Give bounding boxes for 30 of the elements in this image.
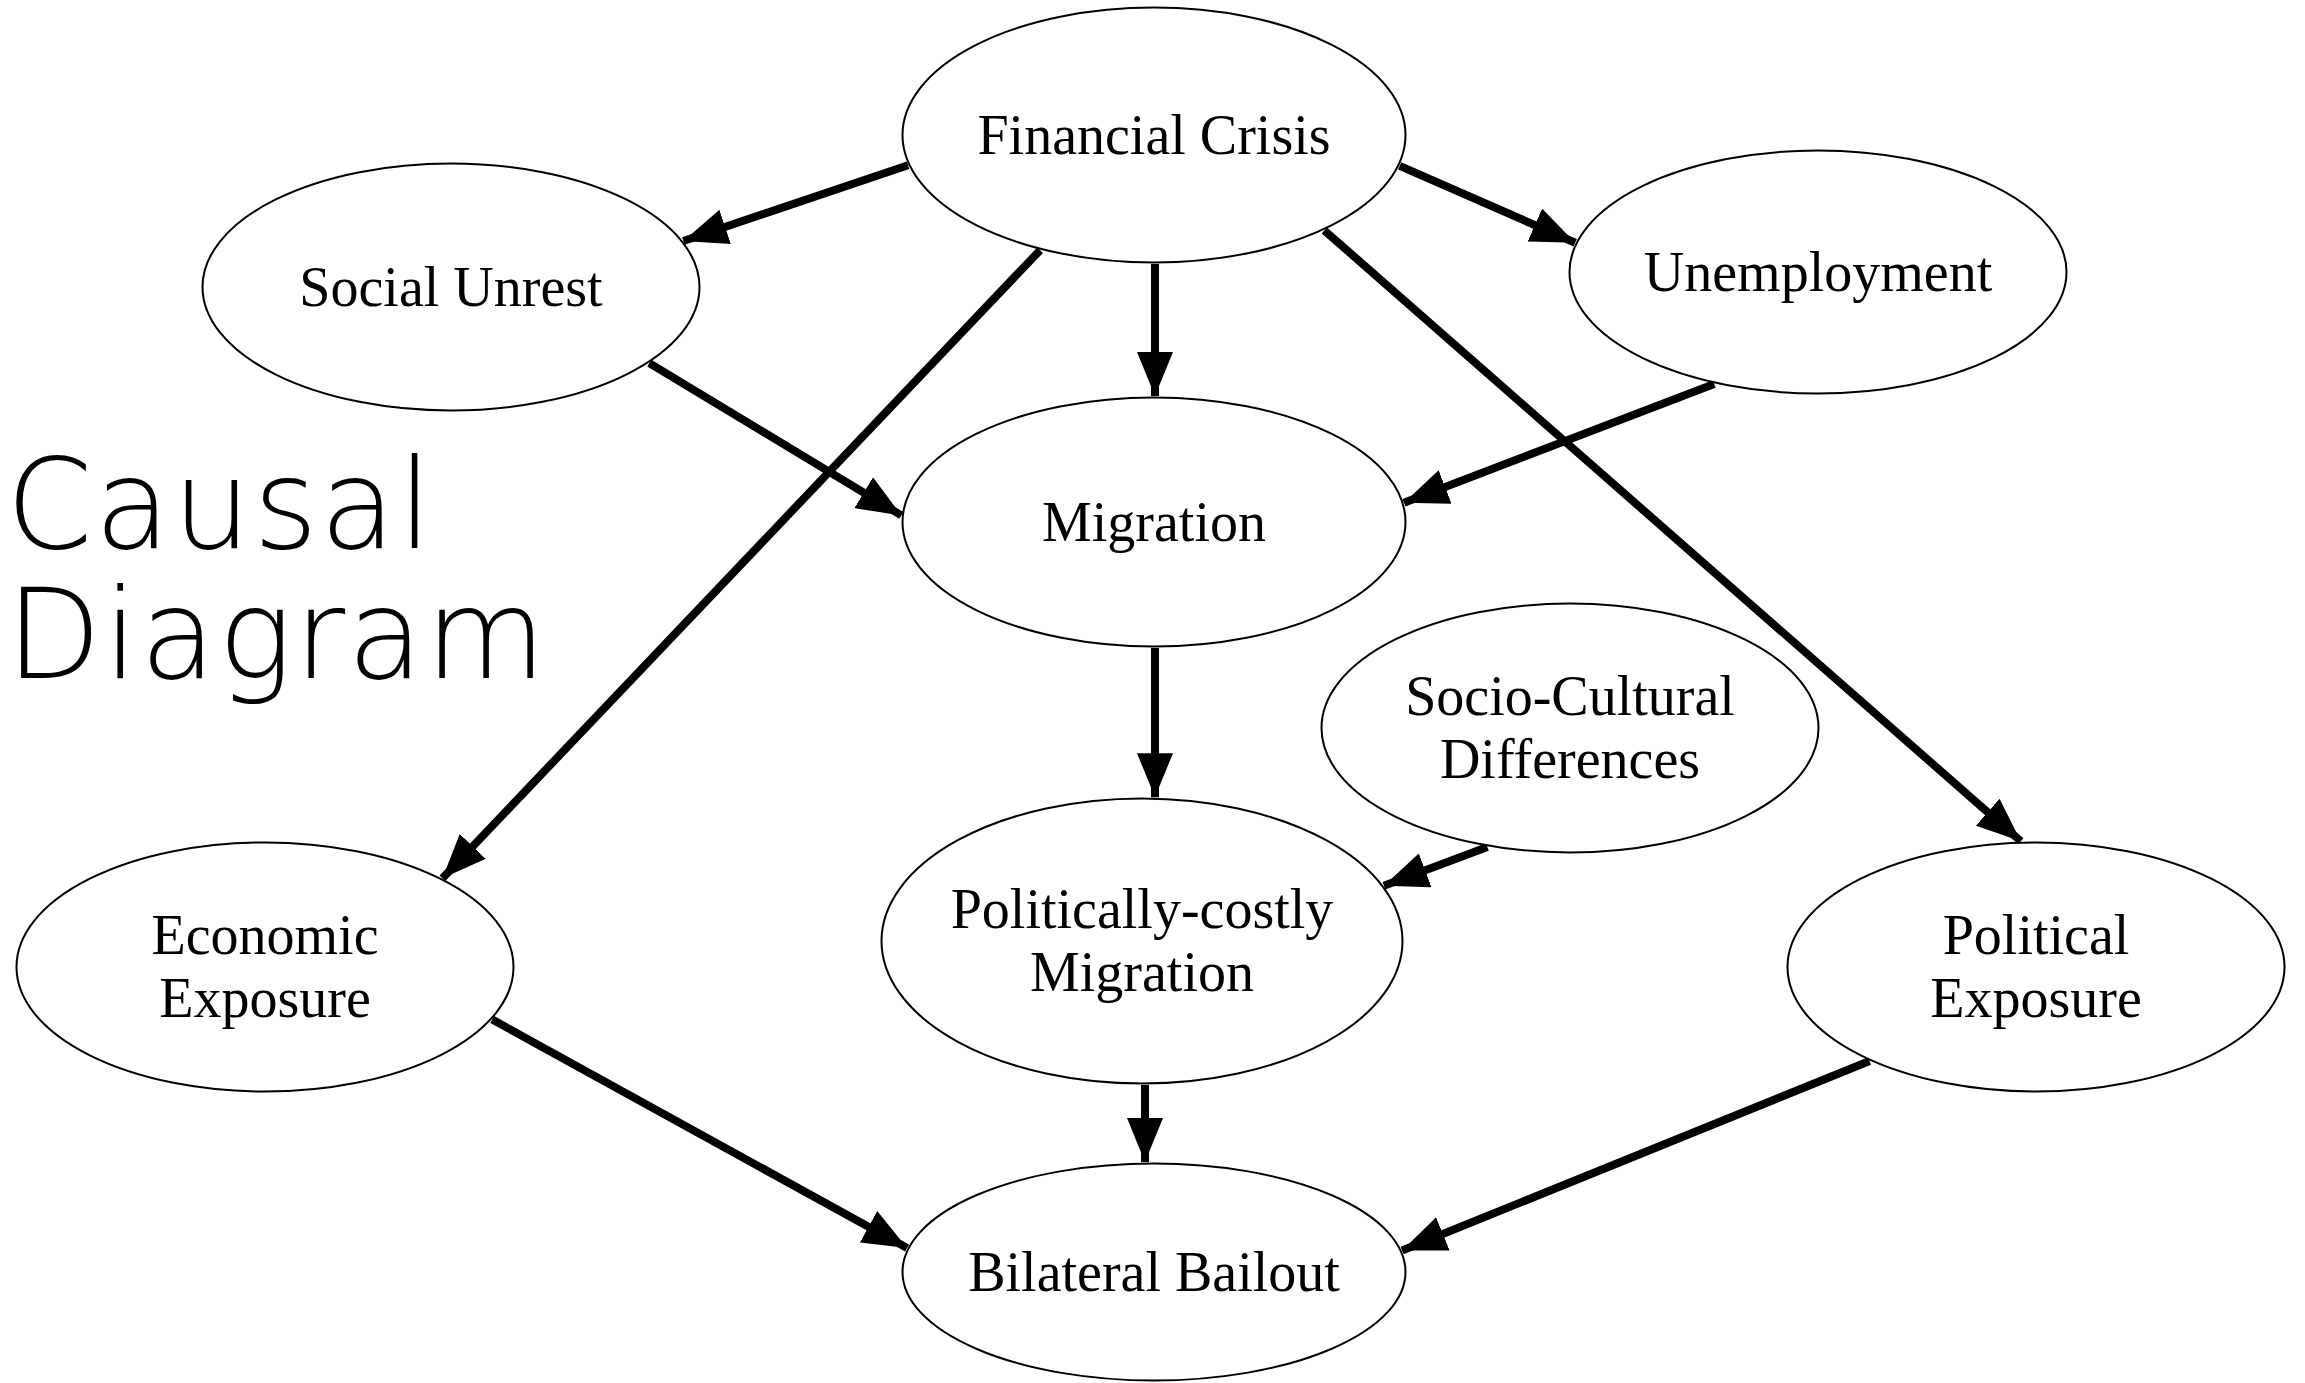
- ellipse-node: [1568, 149, 2068, 395]
- ellipse-node: [1320, 602, 1820, 854]
- arrow: [1127, 1085, 1163, 1163]
- node-label: Political Exposure: [1929, 904, 2143, 1030]
- ellipse-node: [901, 396, 1407, 648]
- ellipse-node: [880, 797, 1404, 1085]
- ellipse-node: [901, 6, 1407, 264]
- ellipse-node: [201, 162, 701, 412]
- node-label: Economic Exposure: [150, 904, 380, 1030]
- arrow: [1137, 264, 1173, 396]
- node-label: Bilateral Bailout: [967, 1240, 1341, 1304]
- ellipse-node: [15, 841, 515, 1093]
- arrow: [1321, 227, 2024, 845]
- ellipse-node: [1786, 841, 2286, 1093]
- node-label: Unemployment: [1642, 240, 1994, 304]
- node-label: Migration: [1041, 490, 1267, 554]
- arrow: [1400, 1057, 1872, 1255]
- arrow: [1402, 380, 1716, 507]
- node-label: Socio-Cultural Differences: [1404, 665, 1736, 791]
- arrow: [439, 247, 1043, 881]
- arrow: [647, 359, 904, 519]
- arrow: [490, 1016, 910, 1252]
- node-label: Financial Crisis: [976, 103, 1332, 167]
- ellipse-node: [901, 1162, 1407, 1382]
- arrow: [1382, 843, 1489, 890]
- node-label: Politically-costly Migration: [949, 878, 1335, 1004]
- node-label: Social Unrest: [298, 255, 604, 319]
- arrow: [1137, 648, 1173, 798]
- arrow: [1398, 162, 1577, 247]
- arrow: [682, 161, 910, 245]
